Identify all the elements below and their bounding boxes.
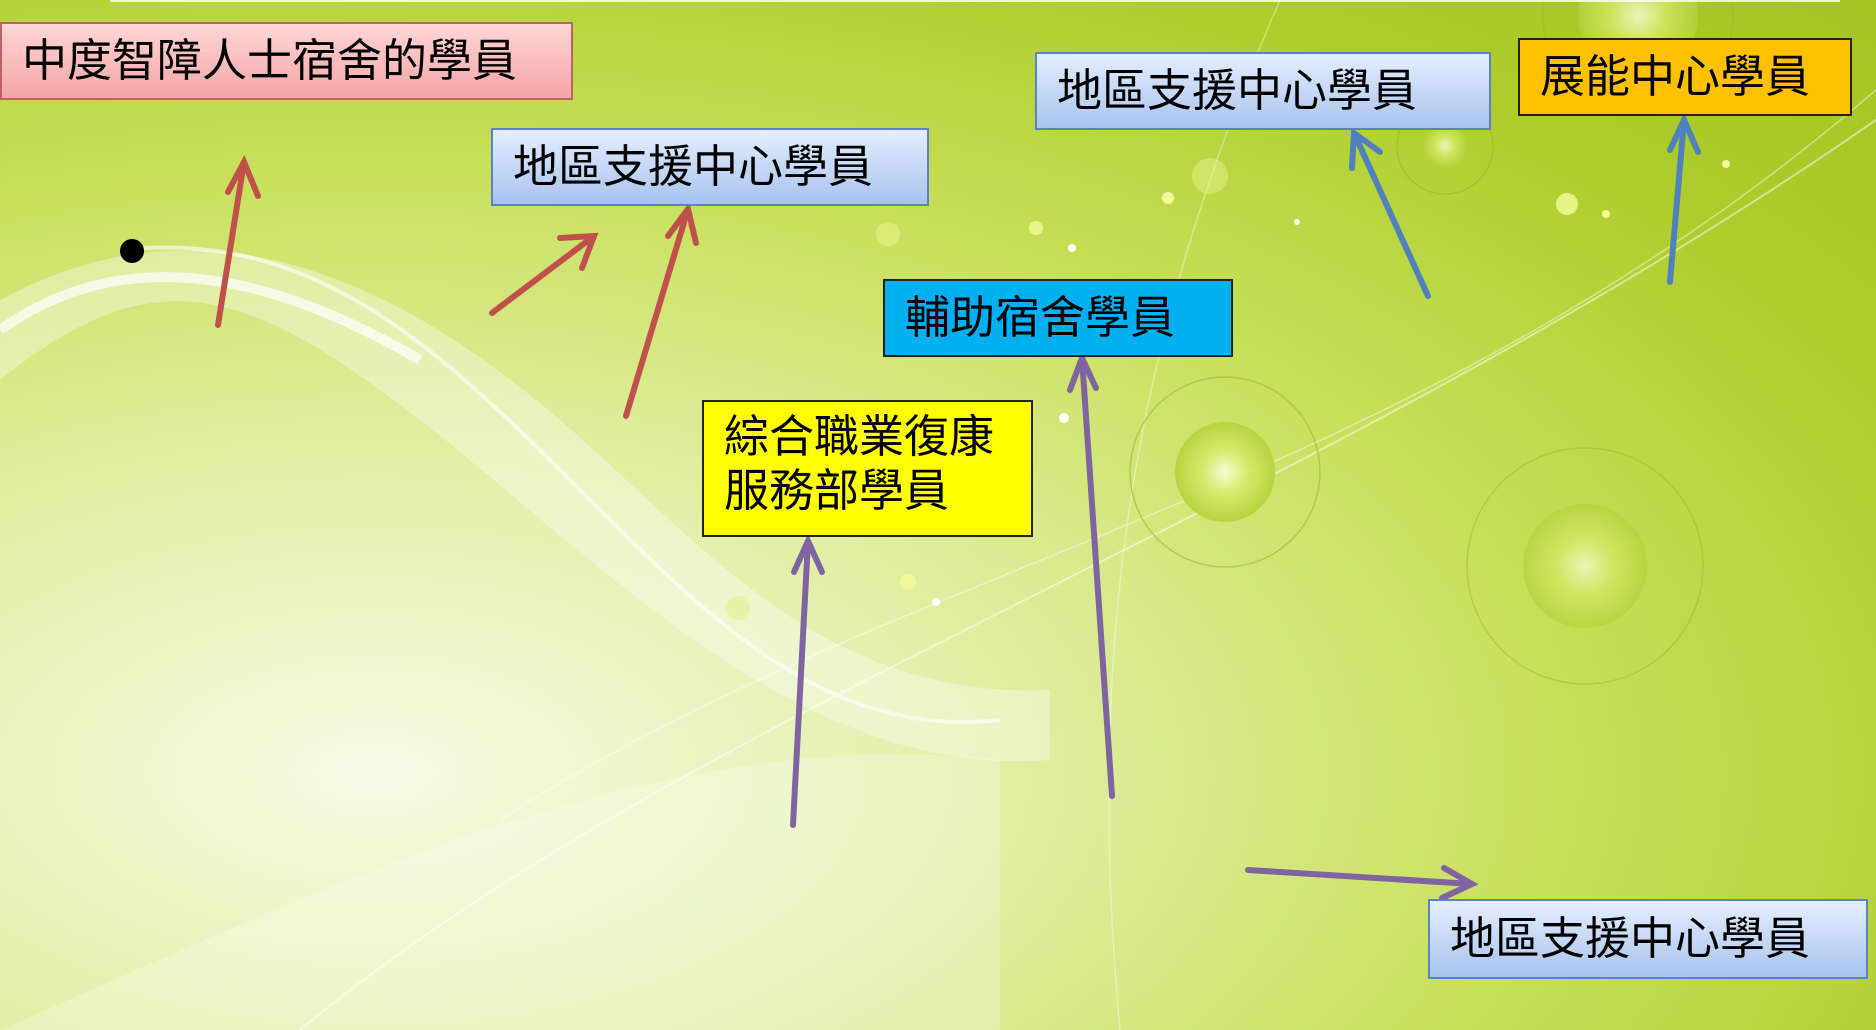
purple-arrow-to-vocational-rehab bbox=[790, 533, 825, 828]
district-support-label-3: 地區支援中心學員 bbox=[1428, 899, 1868, 979]
red-arrow-to-district-support-1b bbox=[623, 202, 699, 419]
district-support-label-2: 地區支援中心學員 bbox=[1035, 52, 1491, 130]
moderate-hostel-label: 中度智障人士宿舍的學員 bbox=[0, 22, 573, 100]
red-arrow-to-district-support-1a bbox=[489, 232, 599, 316]
blue-arrow-to-district-support-2 bbox=[1349, 127, 1431, 299]
top-divider-line bbox=[110, 0, 1840, 2]
purple-arrow-to-supported-hostel bbox=[1067, 350, 1115, 799]
purple-arrow-to-district-support-3 bbox=[1245, 865, 1479, 901]
blue-arrow-to-activity-centre bbox=[1667, 112, 1701, 285]
district-support-label-1: 地區支援中心學員 bbox=[491, 128, 929, 206]
bullet-point bbox=[120, 239, 144, 263]
supported-hostel-label: 輔助宿舍學員 bbox=[883, 279, 1233, 357]
red-arrow-to-moderate-hostel bbox=[215, 154, 261, 328]
activity-centre-label: 展能中心學員 bbox=[1518, 38, 1852, 116]
vocational-rehab-label: 綜合職業復康服務部學員 bbox=[702, 400, 1033, 537]
